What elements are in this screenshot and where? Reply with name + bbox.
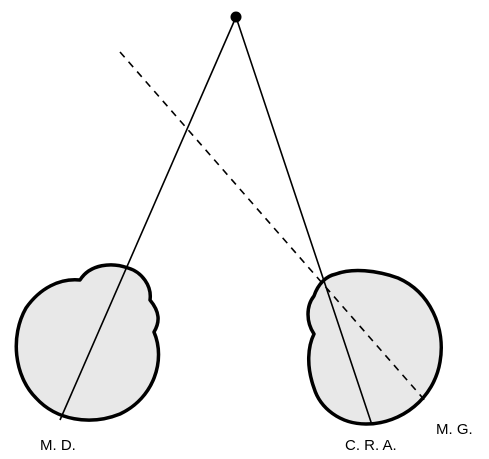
left-eye bbox=[14, 263, 161, 422]
left-visual-axis bbox=[59, 16, 237, 421]
label-right-eye-nodal: C. R. A. bbox=[345, 437, 397, 454]
label-right-eye-fovea: M. G. bbox=[436, 421, 473, 438]
label-left-eye: M. D. bbox=[40, 437, 76, 454]
right-visual-axis bbox=[235, 16, 373, 426]
right-eye bbox=[306, 268, 443, 426]
